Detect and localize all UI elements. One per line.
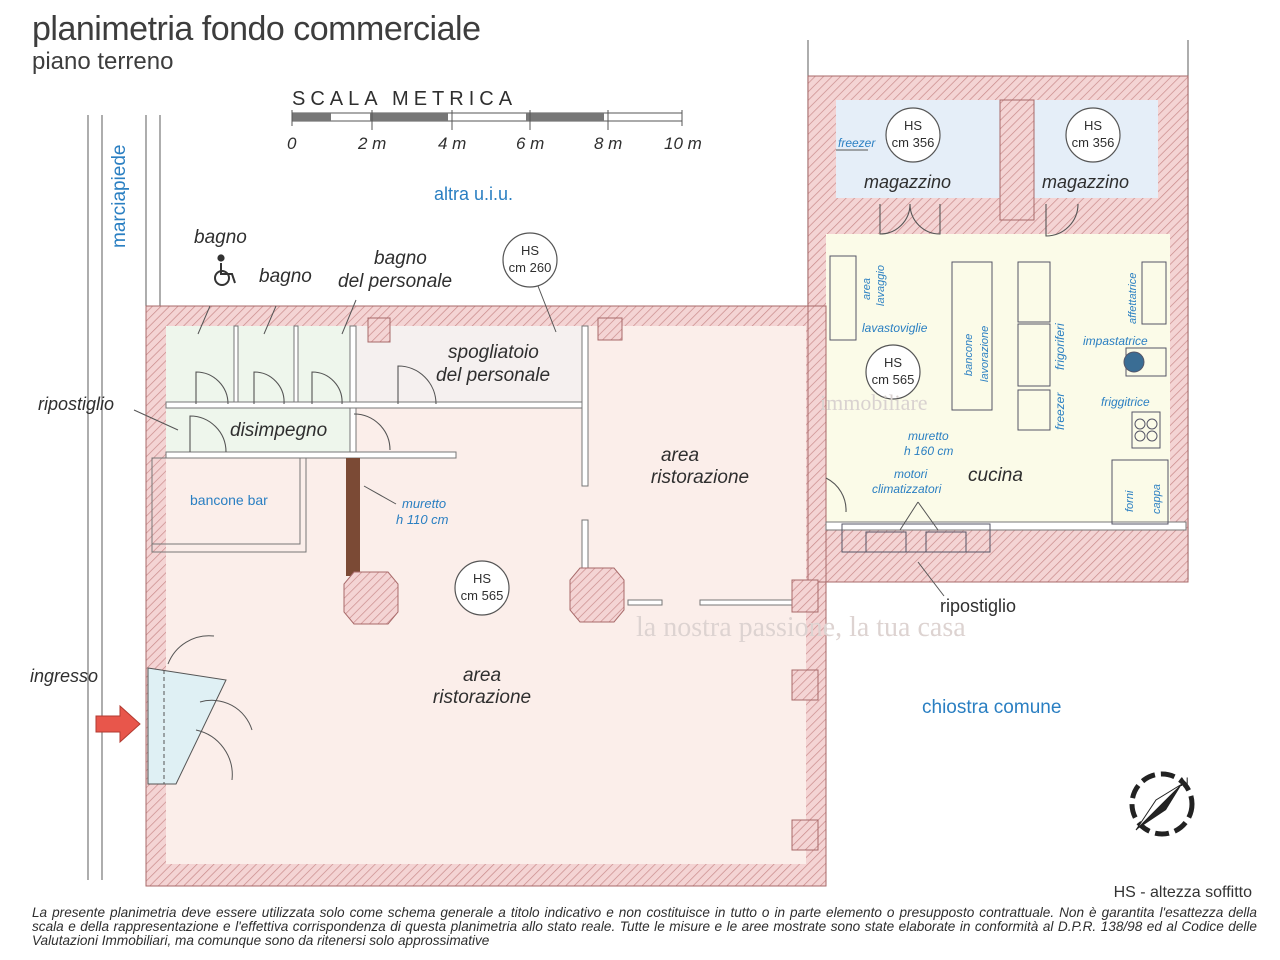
label-freezer-mag: freezer xyxy=(838,136,876,150)
disclaimer-text: La presente planimetria deve essere util… xyxy=(32,905,1257,948)
watermark-slogan: la nostra passione, la tua casa xyxy=(636,612,966,643)
label-muretto-kitchen-1: muretto xyxy=(908,429,949,443)
label-ingresso: ingresso xyxy=(30,666,98,686)
label-muretto-bar-1: muretto xyxy=(402,496,446,511)
hs-area-value: cm 565 xyxy=(461,588,504,603)
entrance-door xyxy=(147,635,253,785)
label-bagno: bagno xyxy=(259,266,312,287)
columns xyxy=(343,317,819,851)
scale-tick-2: 2 m xyxy=(357,134,386,153)
label-area-lavaggio-1: area xyxy=(861,278,873,300)
label-forni: forni xyxy=(1124,490,1136,512)
label-impastatrice: impastatrice xyxy=(1083,334,1148,348)
label-area-upper-1: area xyxy=(661,445,699,466)
label-ripostiglio-right: ripostiglio xyxy=(940,596,1016,616)
partitions xyxy=(165,99,1187,606)
label-bancone-lav-2: lavorazione xyxy=(979,326,991,382)
label-area-main-2: ristorazione xyxy=(433,687,531,708)
scale-tick-6: 6 m xyxy=(516,134,544,153)
label-spogliatoio-1: spogliatoio xyxy=(448,342,539,363)
plan-subtitle: piano terreno xyxy=(32,48,174,75)
label-ripostiglio-left: ripostiglio xyxy=(38,394,114,414)
height-markers xyxy=(454,107,1121,616)
scale-tick-8: 8 m xyxy=(594,134,622,153)
street-label: marciapiede xyxy=(109,145,130,249)
hs-mag1-value: cm 356 xyxy=(892,135,935,150)
scale-title: SCALA METRICA xyxy=(292,88,517,110)
watermark-brand: immobiliare xyxy=(820,390,928,415)
low-wall-bar xyxy=(346,458,360,576)
label-friggitrice: friggitrice xyxy=(1101,395,1150,409)
hs-bagno-value: cm 260 xyxy=(509,260,552,275)
height-legend: HS - altezza soffitto xyxy=(1113,884,1252,901)
plan-title: planimetria fondo commerciale xyxy=(32,10,481,48)
scale-tick-10: 10 m xyxy=(664,134,702,153)
hs-area-label: HS xyxy=(473,571,491,586)
label-bagno-personale-2: del personale xyxy=(338,271,452,292)
label-bagno-accessible: bagno xyxy=(194,227,247,248)
hs-mag2-value: cm 356 xyxy=(1072,135,1115,150)
leader-lines xyxy=(133,299,945,597)
label-muretto-bar-2: h 110 cm xyxy=(396,512,449,527)
hs-cucina-value: cm 565 xyxy=(872,372,915,387)
hs-mag1-label: HS xyxy=(904,118,922,133)
hs-leader xyxy=(537,285,557,333)
label-spogliatoio-2: del personale xyxy=(436,365,550,386)
kitchen-fixtures xyxy=(829,255,1169,553)
label-area-upper-2: ristorazione xyxy=(651,467,749,488)
label-disimpegno: disimpegno xyxy=(230,420,327,441)
scale-tick-0: 0 xyxy=(287,134,297,153)
label-cucina: cucina xyxy=(968,465,1023,486)
hs-cucina-label: HS xyxy=(884,355,902,370)
doors xyxy=(189,149,1079,513)
label-magazzino-1: magazzino xyxy=(864,172,951,192)
bar-counter xyxy=(151,457,307,553)
label-freezer-kitchen: freezer xyxy=(1053,392,1067,430)
label-lavastoviglie: lavastoviglie xyxy=(862,321,928,335)
wheelchair-icon xyxy=(214,254,236,286)
scale-tick-4: 4 m xyxy=(438,134,466,153)
label-motori-1: motori xyxy=(894,467,928,481)
hs-mag2-label: HS xyxy=(1084,118,1102,133)
label-area-lavaggio-2: lavaggio xyxy=(875,265,887,306)
label-bancone-lav-1: bancone xyxy=(963,334,975,376)
label-magazzino-2: magazzino xyxy=(1042,172,1129,192)
scale-bar xyxy=(291,110,683,130)
hs-bagno-label: HS xyxy=(521,243,539,258)
label-affettatrice: affettatrice xyxy=(1127,273,1139,324)
compass-icon: N xyxy=(1129,771,1195,837)
label-motori-2: climatizzatori xyxy=(872,482,942,496)
entrance-arrow xyxy=(95,704,141,744)
svg-text:N: N xyxy=(1180,775,1189,789)
courtyard-label: chiostra comune xyxy=(922,697,1061,718)
label-frigoriferi: frigoriferi xyxy=(1053,323,1067,370)
label-muretto-kitchen-2: h 160 cm xyxy=(904,444,953,458)
label-bancone-bar: bancone bar xyxy=(190,492,268,508)
label-area-main-1: area xyxy=(463,665,501,686)
label-bagno-personale-1: bagno xyxy=(374,248,427,269)
label-cappa: cappa xyxy=(1151,484,1163,514)
neighbor-label: altra u.i.u. xyxy=(434,184,513,204)
